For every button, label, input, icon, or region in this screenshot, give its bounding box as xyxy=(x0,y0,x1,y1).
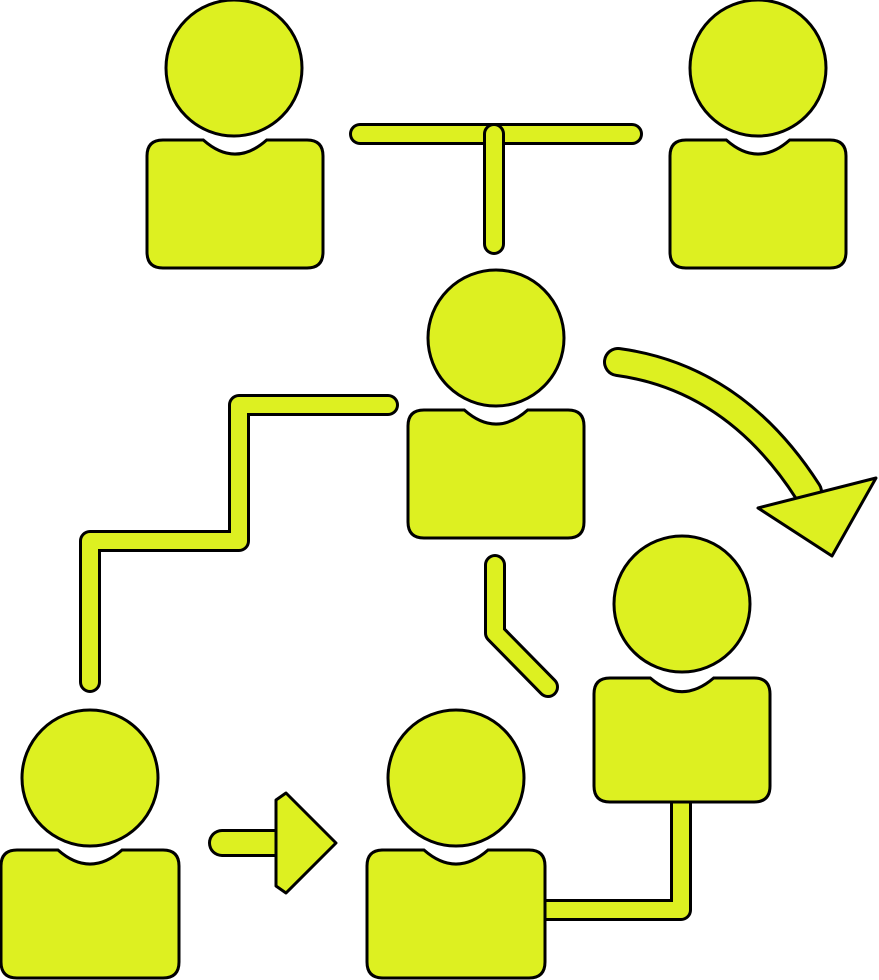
person-center-head xyxy=(426,268,566,408)
person-center-body xyxy=(406,408,586,540)
person-top-left xyxy=(145,0,325,270)
right-arrow-icon xyxy=(208,791,338,895)
person-top-right-head xyxy=(688,0,828,138)
person-bottom-middle-head xyxy=(386,708,526,848)
person-top-left-head xyxy=(164,0,304,138)
person-bottom-left-body xyxy=(0,848,181,980)
person-center xyxy=(406,268,586,540)
person-middle-right xyxy=(592,534,772,804)
elbow-connector xyxy=(519,779,692,921)
person-bottom-middle-body xyxy=(365,848,547,980)
curved-arrow-head xyxy=(756,476,878,558)
person-middle-right-body xyxy=(592,676,772,804)
person-middle-right-head xyxy=(612,534,752,674)
person-top-right-body xyxy=(668,138,848,270)
right-arrow-head xyxy=(274,791,338,895)
person-bottom-middle xyxy=(365,708,547,980)
bend-connector xyxy=(484,554,559,698)
stair-connector xyxy=(79,394,399,693)
person-top-right xyxy=(668,0,848,270)
person-bottom-left xyxy=(0,708,181,980)
person-top-left-body xyxy=(145,138,325,270)
person-bottom-left-head xyxy=(20,708,160,848)
curved-arrow-icon xyxy=(603,347,878,558)
